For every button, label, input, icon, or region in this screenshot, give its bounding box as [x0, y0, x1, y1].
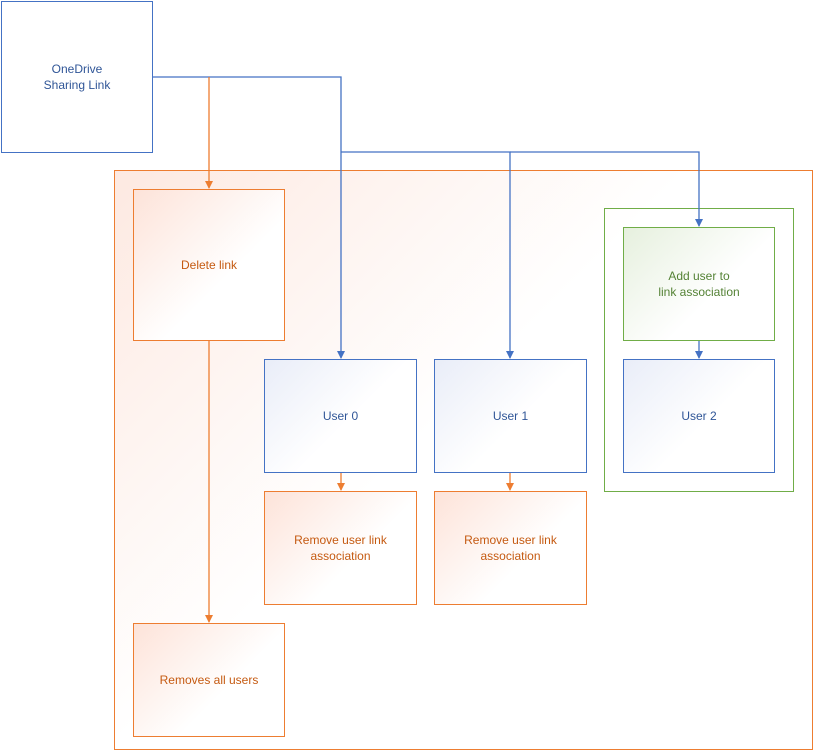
remove-user-link-association-0-node: Remove user link association [264, 491, 417, 605]
user-2-node: User 2 [623, 359, 775, 473]
user-0-node: User 0 [264, 359, 417, 473]
add-user-to-link-association-node: Add user to link association [623, 227, 775, 341]
delete-link-node: Delete link [133, 189, 285, 341]
remove-user-link-association-1-node: Remove user link association [434, 491, 587, 605]
connector-onedrive-bus [153, 76, 342, 152]
onedrive-sharing-link-node: OneDrive Sharing Link [1, 1, 153, 153]
removes-all-users-node: Removes all users [133, 623, 285, 737]
user-1-node: User 1 [434, 359, 587, 473]
